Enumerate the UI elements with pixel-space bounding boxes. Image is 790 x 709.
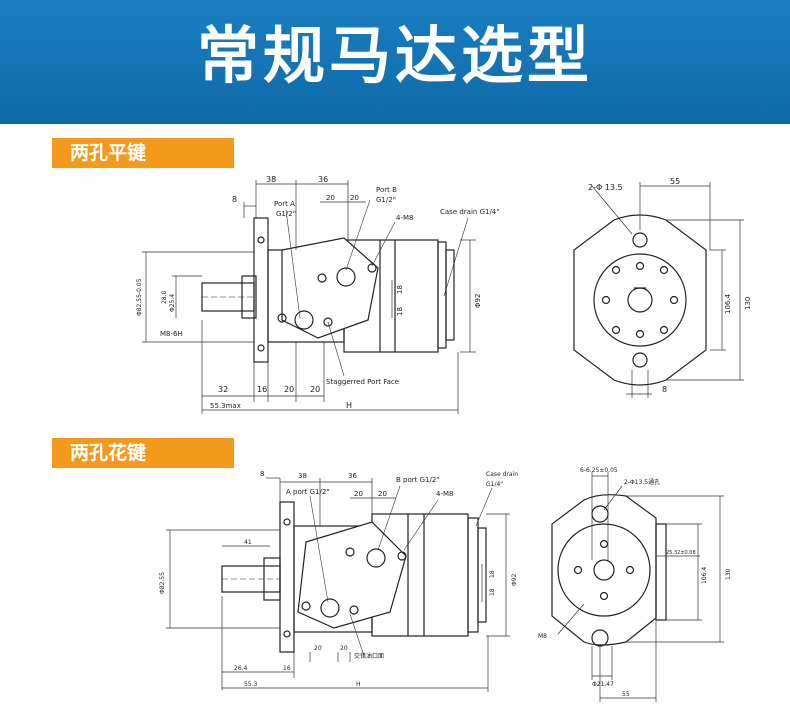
s2-dim-26: 26.4 xyxy=(234,665,248,672)
s2-dim-18a: 18 xyxy=(489,570,496,578)
s1-dim-20d: 20 xyxy=(310,385,320,394)
s2-dim-20b: 20 xyxy=(378,490,387,498)
s2-dim-h: H xyxy=(356,681,361,688)
s2-dim-20a: 20 xyxy=(354,490,363,498)
s1-dim-20a: 20 xyxy=(326,194,335,202)
s2-dim-16: 16 xyxy=(283,665,291,672)
s1-dim-16: 16 xyxy=(257,385,267,394)
s1-dim-8: 8 xyxy=(232,195,237,204)
s1-shaft xyxy=(201,282,255,312)
s2-a-port: A port G1/2" xyxy=(286,488,330,496)
s2-dim-25: 25.32±0.08 xyxy=(666,550,696,556)
s1-front-view xyxy=(573,214,707,386)
s2-dim-20d: 20 xyxy=(340,645,348,652)
s2-case-drain-size: G1/4" xyxy=(486,481,503,488)
section2-title: 两孔花键 xyxy=(70,442,147,464)
s2-dim-36: 36 xyxy=(348,472,357,480)
section2-label: 两孔花键 xyxy=(52,438,234,468)
s1-dim-h: H xyxy=(346,401,352,410)
s1-staggered: Staggerred Port Face xyxy=(326,378,399,386)
page-title: 常规马达选型 xyxy=(196,19,593,92)
header-banner: 常规马达选型 xyxy=(0,0,790,124)
s2-case-drain: Case drain xyxy=(486,471,518,478)
s1-phi82: Φ82.55-0.05 xyxy=(136,278,143,316)
s1-dim-8b: 8 xyxy=(662,385,667,394)
s2-m8-4: 4-M8 xyxy=(436,490,453,498)
s2-dim-18b: 18 xyxy=(489,588,496,596)
s1-port-a: Port A xyxy=(274,200,295,208)
s1-hole: 2-Φ 13.5 xyxy=(588,183,623,192)
s2-dim-38: 38 xyxy=(298,472,307,480)
section1-drawing: 38 36 8 Port A G1/2" 20 20 Port B G1/2" … xyxy=(0,170,790,430)
s1-dim-20b: 20 xyxy=(350,194,359,202)
s2-dim-55b: 55 xyxy=(622,691,630,698)
s2-hole: 2-Φ13.5通孔 xyxy=(624,478,660,486)
s1-dim-55: 55 xyxy=(670,177,680,186)
s2-spline: 6-6.25±0.05 xyxy=(580,467,618,474)
s2-dim-130: 130 xyxy=(725,568,732,580)
s1-dim-18a: 18 xyxy=(396,285,404,294)
section1-svg: 38 36 8 Port A G1/2" 20 20 Port B G1/2" … xyxy=(136,175,752,414)
section2-drawing: 8 38 36 A port G1/2" B port G1/2" Case d… xyxy=(0,466,790,709)
s1-dim-20c: 20 xyxy=(284,385,294,394)
s2-m8: M8 xyxy=(538,633,547,640)
s1-port-b: Port B xyxy=(376,186,397,194)
section1-title: 两孔平键 xyxy=(70,142,147,164)
s2-dim-55: 55.3 xyxy=(244,681,258,688)
s2-dim-8: 8 xyxy=(260,470,264,478)
s2-b-port: B port G1/2" xyxy=(396,476,440,484)
s1-dim-55max: 55.3max xyxy=(210,402,241,410)
s2-phi92: Φ92 xyxy=(511,573,518,586)
s1-m8-4: 4-M8 xyxy=(396,214,413,222)
section2-svg: 8 38 36 A port G1/2" B port G1/2" Case d… xyxy=(159,467,732,702)
s2-front-view xyxy=(551,494,667,647)
s1-phi92: Φ92 xyxy=(474,294,482,308)
s1-m8-6h: M8-6H xyxy=(160,330,183,338)
s2-phi82: Φ82.55 xyxy=(159,572,166,594)
section1-label: 两孔平键 xyxy=(52,138,234,168)
s2-dim-41: 41 xyxy=(244,539,252,546)
s2-phi21: Φ21.47 xyxy=(592,681,614,688)
s2-dim-20c: 20 xyxy=(314,645,322,652)
s1-dim-32: 32 xyxy=(218,385,228,394)
s2-dim-106: 106.4 xyxy=(701,567,708,584)
s1-port-b-size: G1/2" xyxy=(376,196,396,204)
s1-dim-28: 28.0 xyxy=(161,290,168,304)
s1-phi25: Φ25.4 xyxy=(169,294,176,312)
s1-port-a-size: G1/2" xyxy=(276,210,296,218)
s1-dim-18b: 18 xyxy=(396,307,404,316)
s1-dim-38: 38 xyxy=(266,175,276,184)
s1-case-drain: Case drain G1/4" xyxy=(440,208,499,216)
s1-dim-106: 106.4 xyxy=(724,293,732,314)
s1-dim-36: 36 xyxy=(318,175,328,184)
s2-stagger: 交错油口面 xyxy=(354,652,384,660)
s1-dim-130: 130 xyxy=(744,297,752,310)
